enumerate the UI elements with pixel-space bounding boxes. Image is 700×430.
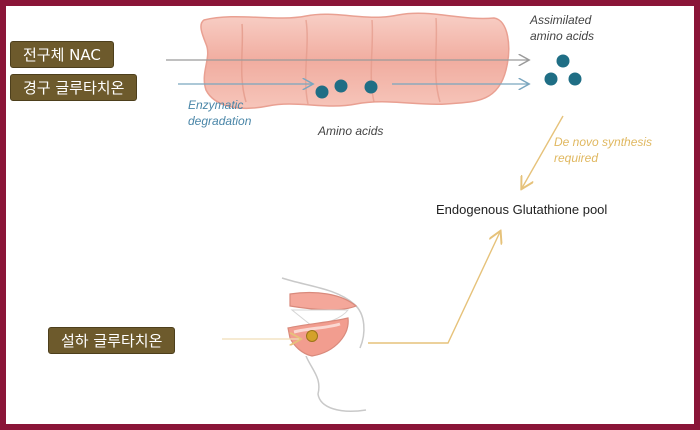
intestine-illustration [200,12,510,109]
assimilated-amino-acid-dots [544,54,582,86]
de-novo-synthesis-text: De novo synthesis required [554,135,653,165]
precursor-nac-label: 전구체 NAC [10,41,114,68]
de-novo-arrow [522,115,564,188]
oral-glutathione-label: 경구 글루타치온 [10,74,138,101]
enzymatic-degradation-text: Enzymatic degradation [188,98,252,128]
sublingual-pool-arrow [368,232,500,344]
amino-acids-text: Amino acids [318,124,384,138]
assimilated-amino-acids-text: Assimilated amino acids [530,13,595,43]
diagram-canvas [166,12,582,412]
mouth-illustration [281,277,367,412]
amino-acid-dots [315,79,378,99]
sublingual-glutathione-label: 설하 글루타치온 [48,327,176,354]
endogenous-pool-text: Endogenous Glutathione pool [436,202,608,217]
